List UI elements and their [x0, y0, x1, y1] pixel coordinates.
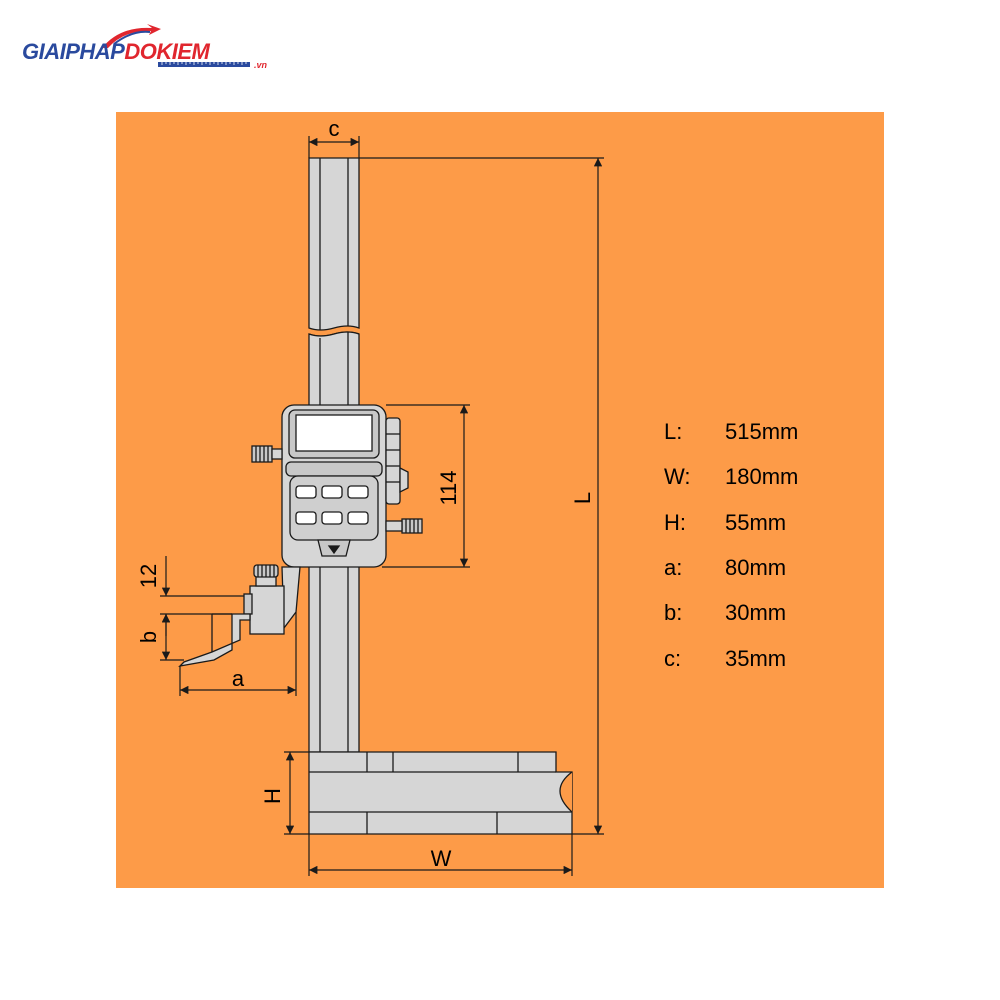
dim-label-W: W: [431, 846, 452, 871]
dim-label-b: b: [136, 631, 161, 643]
logo-swoosh-icon: [102, 24, 161, 48]
spec-key: W:: [664, 464, 691, 489]
spec-key: L:: [664, 419, 683, 444]
logo-arc-icon: [113, 30, 151, 45]
spec-value: 80mm: [725, 555, 787, 580]
svg-text:GIAIPHAPDOKIEM: GIAIPHAPDOKIEM: [22, 39, 211, 64]
logo-text-red: DOKIEM: [124, 39, 210, 64]
spec-key: a:: [664, 555, 683, 580]
spec-value: 55mm: [725, 510, 787, 535]
spec-key: b:: [664, 600, 683, 625]
lcd-display: [295, 414, 373, 452]
dim-label-114: 114: [436, 470, 461, 505]
button-row-bottom: [295, 511, 317, 525]
spec-value: 30mm: [725, 600, 787, 625]
base: [308, 751, 573, 835]
spec-key: H:: [664, 510, 686, 535]
spec-value: 180mm: [725, 464, 799, 489]
scriber-clamp: [178, 564, 301, 667]
spec-key: c:: [664, 646, 682, 671]
spec-value: 515mm: [725, 419, 799, 444]
dim-label-c: c: [329, 116, 340, 141]
left-lock-knob: [251, 445, 273, 463]
button-row-top: [295, 485, 317, 499]
dim-label-a: a: [232, 666, 245, 691]
brand-logo: GIAIPHAPDOKIEM .vn: [22, 24, 268, 70]
dim-label-12: 12: [136, 564, 161, 588]
dim-label-H: H: [260, 788, 285, 804]
scriber: [178, 613, 251, 667]
dim-label-L: L: [570, 492, 595, 504]
logo-ruler-icon: [158, 62, 250, 67]
digital-head: [251, 404, 423, 568]
logo-text-blue: GIAIPHAP: [22, 39, 125, 64]
spec-value: 35mm: [725, 646, 787, 671]
right-lock-knob: [401, 518, 423, 534]
logo-suffix: .vn: [254, 60, 268, 70]
